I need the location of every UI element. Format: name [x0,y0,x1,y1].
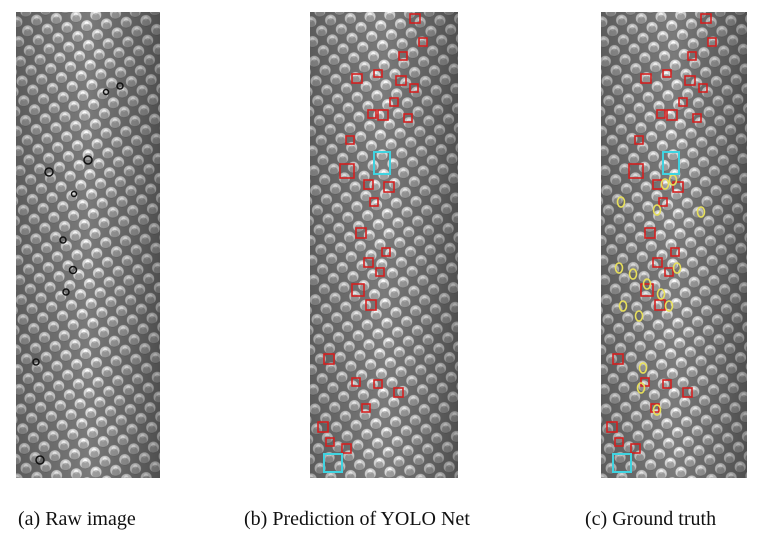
cyan-boxes [323,151,391,473]
cyan-boxes [612,151,680,473]
bubbles [32,82,124,465]
ground-truth-image [601,12,747,478]
caption-raw-image: (a) Raw image [18,508,136,530]
caption-prediction: (b) Prediction of YOLO Net [244,508,470,530]
yellow-ellipses [614,174,706,416]
raw-image-panel [16,12,160,478]
red-boxes [606,13,717,454]
prediction-image [310,12,458,478]
raw-image [16,12,160,478]
prediction-panel [310,12,458,478]
red-boxes [317,13,428,454]
ground-truth-panel [601,12,747,478]
caption-ground-truth: (c) Ground truth [585,508,717,530]
